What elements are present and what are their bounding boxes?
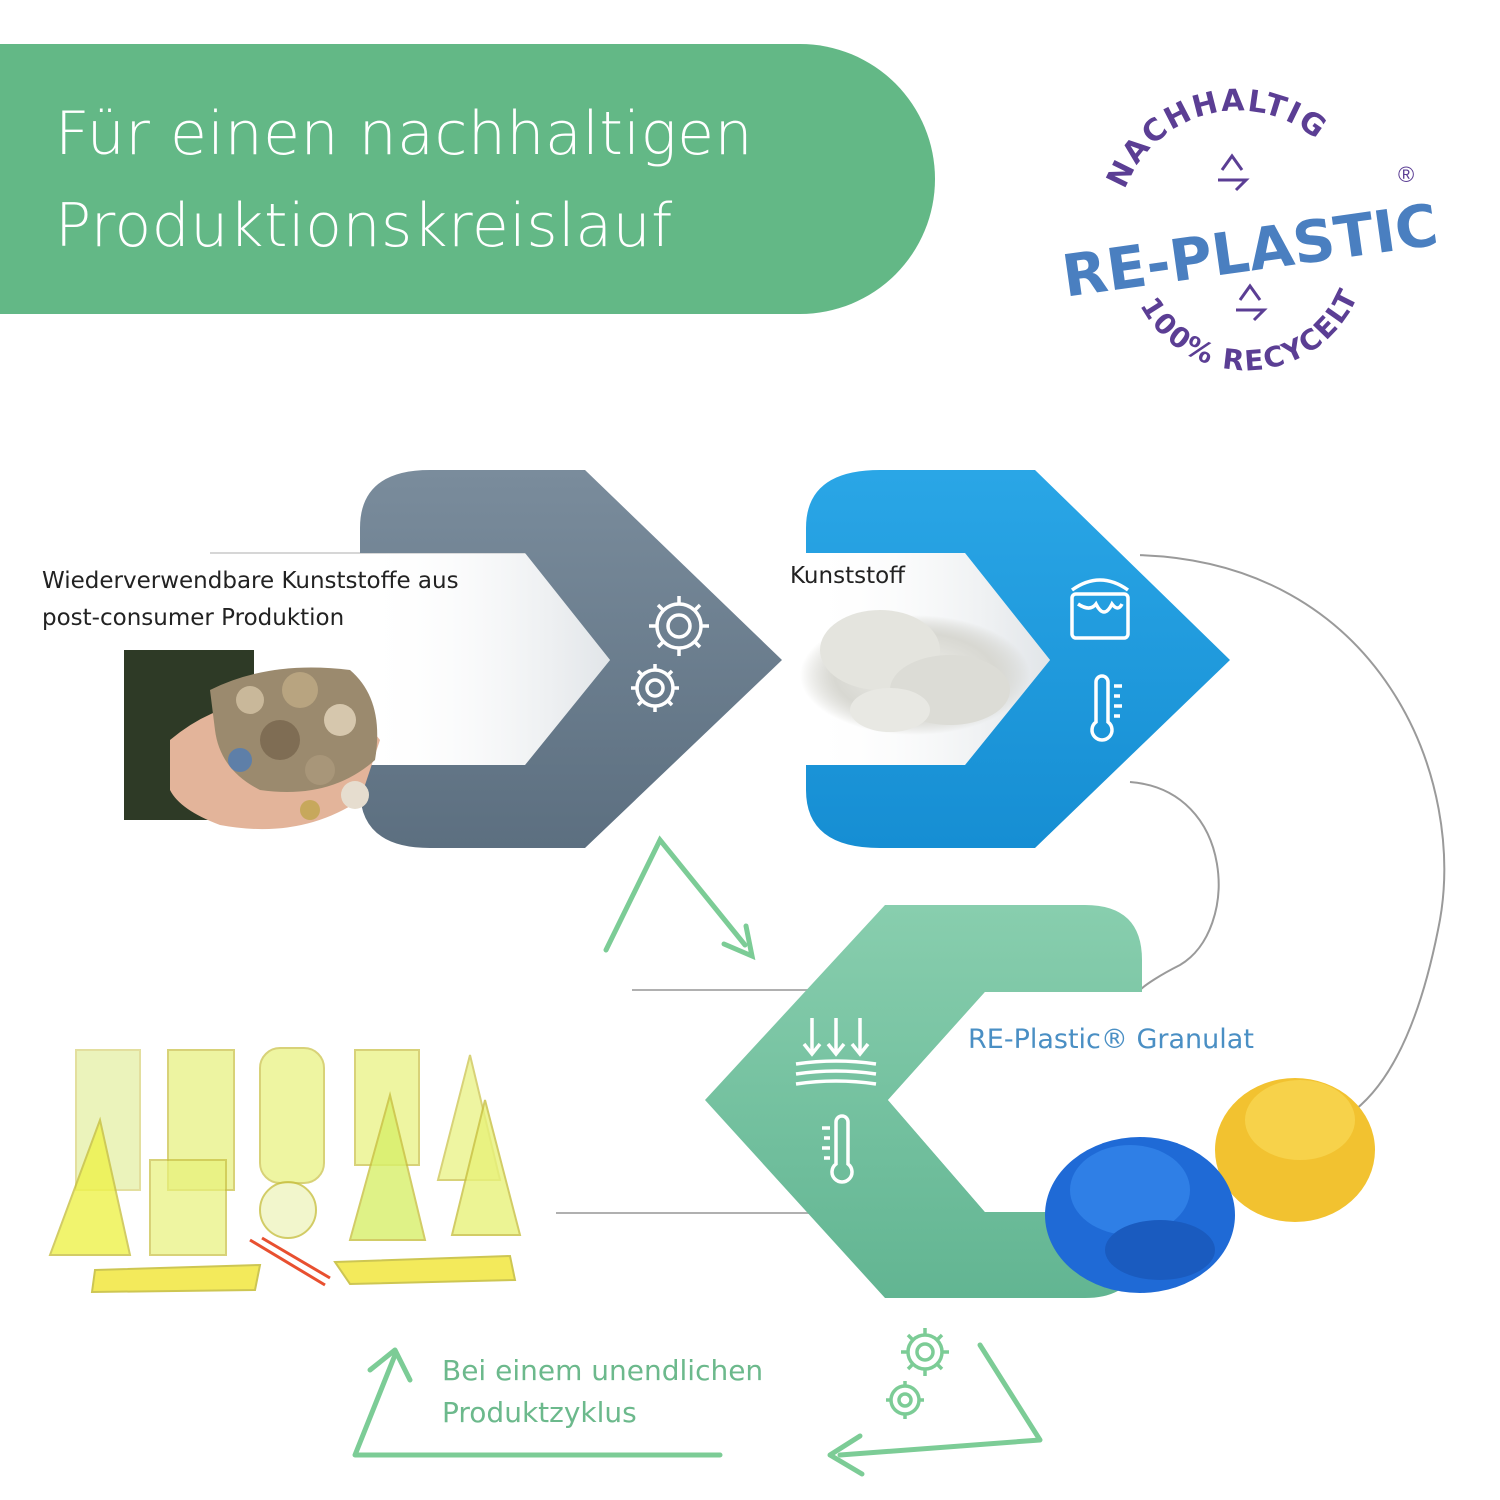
thermometer-icon: [822, 1114, 854, 1184]
gray-ribbon-inner-shade: [360, 553, 610, 765]
gray-ribbon: [360, 470, 782, 848]
step-cycle-label: Bei einem unendlichen Produktzyklus: [442, 1354, 764, 1429]
svg-text:100% RECYCELT: 100% RECYCELT: [1134, 283, 1365, 378]
waste-photo: [124, 650, 380, 830]
green-ribbon: [705, 905, 1142, 1298]
title-banner: [0, 44, 935, 314]
step-plastic-label: Kunststoff: [790, 563, 906, 589]
thermometer-icon: [1090, 674, 1122, 742]
connector-curve-inner: [1129, 781, 1220, 991]
white-pellets-photo: [800, 610, 1030, 735]
step-input-label: Wiederverwendbare Kunststoffe aus post-c…: [42, 568, 459, 631]
re-plastic-logo: NACHHALTIG 100% RECYCELT RE-PLASTIC ®: [1058, 83, 1442, 378]
gears-icon: [886, 1328, 949, 1419]
arrow-down-right: [603, 835, 756, 961]
page-title: Für einen nachhaltigen Produktionskreisl…: [55, 99, 754, 261]
granulate-photo: [1045, 1078, 1375, 1293]
logo-registered-mark: ®: [1398, 162, 1414, 187]
gears-icon: [631, 596, 709, 712]
step-granulate-label: RE-Plastic® Granulat: [968, 1024, 1254, 1055]
pressure-icon: [795, 1018, 877, 1086]
logo-bottom-arc: 100% RECYCELT: [1134, 283, 1363, 378]
logo-top-arc: NACHHALTIG: [1100, 83, 1332, 193]
paint-bucket-icon: [1070, 578, 1130, 640]
recycle-icon: [1218, 153, 1250, 192]
blue-ribbon: [806, 470, 1230, 848]
arrow-cycle: [352, 1342, 1043, 1477]
connector-curve-outer: [1134, 554, 1446, 1111]
recycle-icon: [1236, 283, 1268, 322]
logo-brand: RE-PLASTIC: [1058, 191, 1442, 311]
svg-text:NACHHALTIG: NACHHALTIG: [1100, 83, 1334, 193]
geometric-shapes-photo: [48, 1047, 522, 1294]
